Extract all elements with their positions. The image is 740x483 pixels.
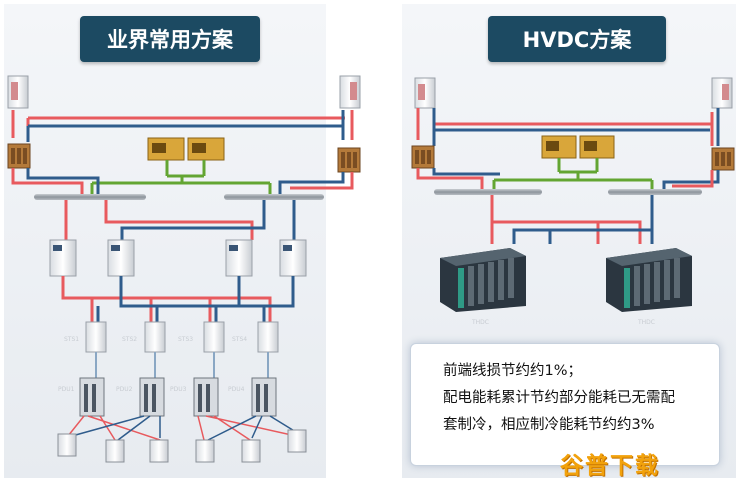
sts-units (85, 321, 279, 353)
note-line-3: 套制冷，相应制冷能耗节约约3% (443, 417, 655, 433)
utility-cabinet-left-hvdc (414, 77, 436, 109)
pdu-label-4: PDU4 (228, 386, 245, 393)
pdu-label-3: PDU3 (170, 386, 187, 393)
bus-bar-right-hvdc (608, 189, 702, 195)
hvdc-label-left: THDC (471, 319, 489, 326)
hvdc-rack-left (440, 248, 526, 312)
generator-set-hvdc (541, 135, 615, 159)
sts-label-4: STS4 (232, 336, 247, 343)
utility-cabinet-right (339, 75, 361, 109)
sts-label-2: STS2 (122, 336, 137, 343)
title-industry-scheme: 业界常用方案 (80, 16, 260, 62)
ups-cabinets (49, 239, 307, 277)
bus-bar-left-hvdc (434, 189, 542, 195)
pdu-cabinets (79, 377, 277, 417)
watermark-logo: 谷普下载 (560, 453, 660, 479)
benefits-note-box: 前端线损节约约1%； 配电能耗累计节约部分能耗已无需配 套制冷，相应制冷能耗节约… (410, 343, 720, 466)
title-hvdc-scheme: HVDC方案 (488, 16, 666, 62)
generator-set (147, 137, 225, 161)
pdu-label-2: PDU2 (116, 386, 133, 393)
transformer-left (7, 143, 31, 169)
hvdc-rack-right (606, 248, 692, 312)
transformer-right (337, 147, 361, 173)
note-line-1: 前端线损节约约1%； (443, 363, 583, 379)
transformer-right-hvdc (711, 147, 735, 171)
utility-cabinet-left (7, 75, 29, 109)
transformer-left-hvdc (411, 145, 435, 169)
pdu-label-1: PDU1 (58, 386, 75, 393)
hvdc-label-right: THDC (637, 319, 655, 326)
server-devices (57, 429, 307, 463)
bus-bar-left (34, 194, 146, 200)
utility-cabinet-right-hvdc (711, 77, 733, 109)
sts-label-1: STS1 (64, 336, 79, 343)
note-line-2: 配电能耗累计节约部分能耗已无需配 (443, 390, 675, 406)
sts-label-3: STS3 (178, 336, 193, 343)
bus-bar-right (224, 194, 324, 200)
